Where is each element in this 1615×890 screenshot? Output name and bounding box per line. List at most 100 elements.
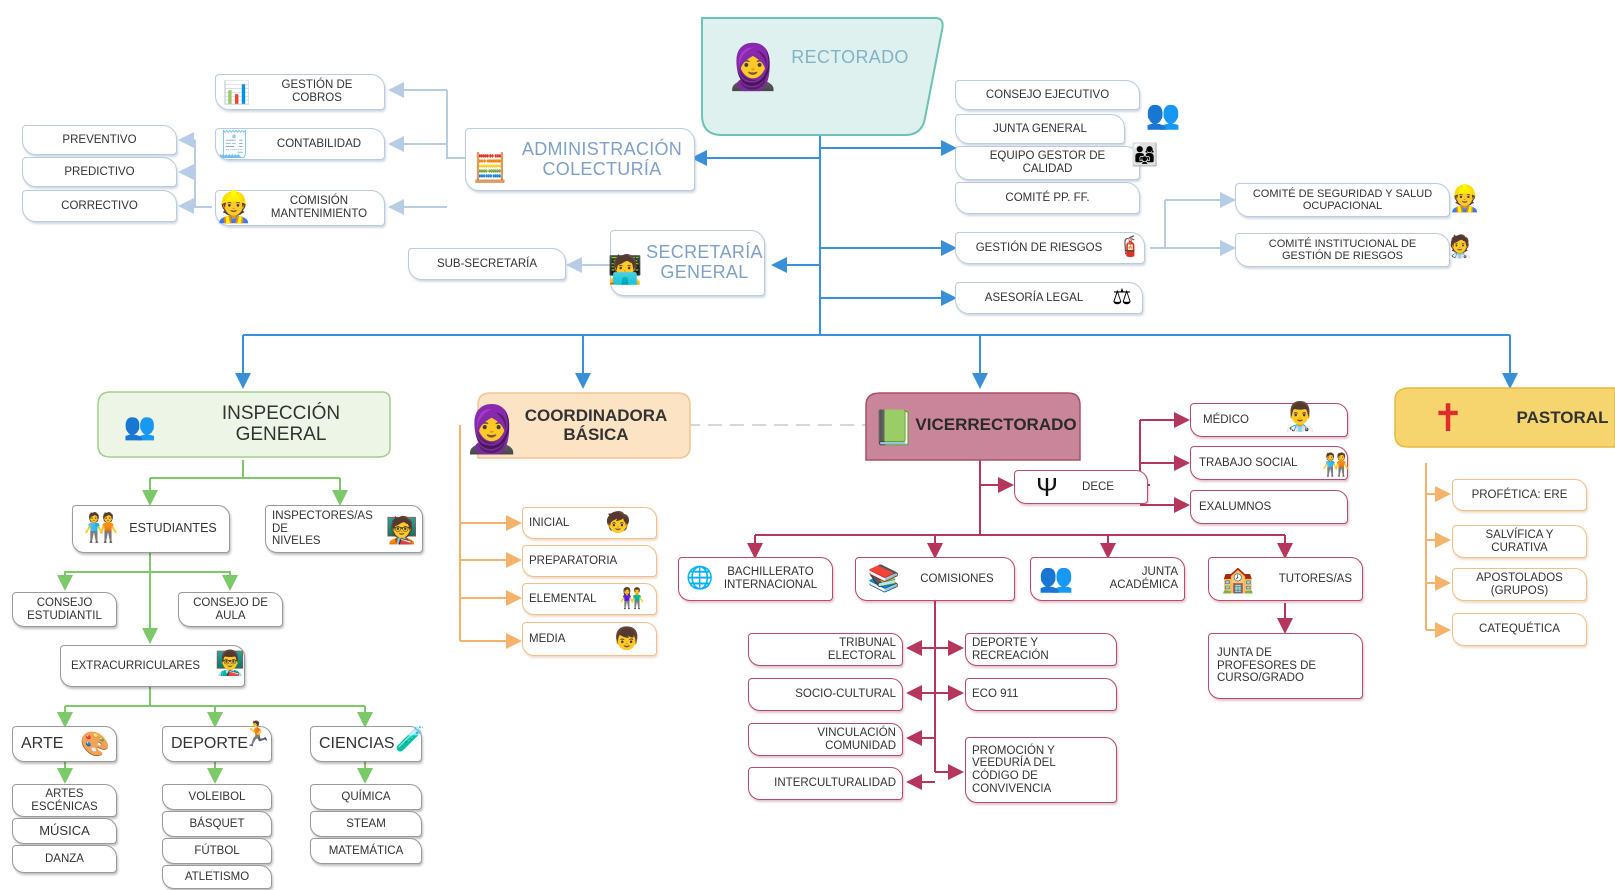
arte-label: ARTE bbox=[21, 735, 64, 753]
people-icon: 👥 bbox=[123, 411, 157, 441]
consejo-ejecutivo[interactable]: CONSEJO EJECUTIVO bbox=[955, 80, 1140, 110]
ciencias-label: CIENCIAS bbox=[319, 735, 395, 753]
junta-general[interactable]: JUNTA GENERAL bbox=[955, 114, 1125, 144]
arte-item[interactable]: MÚSICA bbox=[12, 818, 117, 844]
consejo-estudiantil[interactable]: CONSEJO ESTUDIANTIL bbox=[12, 592, 117, 627]
comision-item[interactable]: INTERCULTURALIDAD bbox=[748, 767, 903, 800]
correctivo[interactable]: CORRECTIVO bbox=[22, 190, 177, 222]
dece[interactable]: DECE bbox=[1014, 470, 1148, 504]
comision-item[interactable]: PROMOCIÓN Y VEEDURÍA DEL CÓDIGO DE CONVI… bbox=[965, 737, 1117, 803]
inspectores-niveles[interactable]: INSPECTORES/AS DE NIVELES bbox=[265, 505, 423, 553]
comision-item-label: VINCULACIÓN COMUNIDAD bbox=[817, 726, 896, 752]
doctor-icon: 👨‍⚕️ bbox=[1282, 401, 1318, 432]
consejo-aula-label: CONSEJO DE AULA bbox=[193, 596, 268, 622]
coordinadora-item[interactable]: MEDIA bbox=[522, 622, 657, 656]
comision-mantenimiento[interactable]: COMISIÓN MANTENIMIENTO bbox=[215, 190, 385, 226]
deporte[interactable]: DEPORTE bbox=[162, 726, 272, 762]
comision-item[interactable]: ECO 911 bbox=[965, 678, 1117, 711]
comite-ppff[interactable]: COMITÉ PP. FF. bbox=[955, 182, 1140, 214]
comision-item[interactable]: SOCIO-CULTURAL bbox=[748, 678, 903, 711]
palette-icon: 🎨 bbox=[80, 731, 110, 758]
coordinadora-item[interactable]: PREPARATORIA bbox=[522, 545, 657, 577]
gestion-riesgos-label: GESTIÓN DE RIESGOS bbox=[975, 241, 1103, 254]
worker-icon: 🧑‍🏫 bbox=[385, 515, 419, 545]
deporte-item[interactable]: FÚTBOL bbox=[162, 838, 272, 864]
estudiantes[interactable]: ESTUDIANTES bbox=[72, 505, 230, 553]
ciencias-item[interactable]: STEAM bbox=[310, 811, 422, 837]
group-icon: 👨‍👩‍👧 bbox=[1131, 142, 1159, 167]
equipo-gestor-calidad[interactable]: EQUIPO GESTOR DE CALIDAD bbox=[955, 146, 1140, 180]
comision-mantenimiento-label: COMISIÓN MANTENIMIENTO bbox=[270, 195, 368, 220]
pastoral-title[interactable]: PASTORAL bbox=[1510, 405, 1615, 431]
secretaria-general[interactable]: SECRETARÍA GENERAL bbox=[610, 230, 765, 296]
comisiones-label: COMISIONES bbox=[920, 572, 994, 585]
consejo-aula[interactable]: CONSEJO DE AULA bbox=[178, 592, 283, 627]
doctor-icon: 🧑‍⚕️ bbox=[1446, 234, 1474, 259]
comision-item[interactable]: TRIBUNAL ELECTORAL bbox=[748, 633, 903, 666]
medico[interactable]: MÉDICO bbox=[1190, 403, 1348, 437]
deporte-item-label: ATLETISMO bbox=[184, 870, 250, 883]
pastoral-item[interactable]: APOSTOLADOS (GRUPOS) bbox=[1452, 568, 1587, 601]
vicerrectorado-title[interactable]: VICERRECTORADO bbox=[915, 410, 1077, 440]
extracurriculares[interactable]: EXTRACURRICULARES bbox=[60, 645, 245, 687]
nun-icon: 🧕 bbox=[463, 403, 521, 455]
arte-item[interactable]: ARTES ESCÉNICAS bbox=[12, 784, 117, 817]
coordinadora-item[interactable]: INICIAL bbox=[522, 507, 657, 539]
contabilidad[interactable]: CONTABILIDAD bbox=[215, 128, 385, 160]
gestion-cobros[interactable]: GESTIÓN DE COBROS bbox=[215, 74, 385, 110]
coordinadora-item[interactable]: ELEMENTAL bbox=[522, 583, 657, 615]
comision-item[interactable]: DEPORTE Y RECREACIÓN bbox=[965, 633, 1117, 666]
exalumnos[interactable]: EXALUMNOS bbox=[1190, 490, 1348, 524]
comite-seguridad-salud[interactable]: COMITÉ DE SEGURIDAD Y SALUD OCUPACIONAL bbox=[1235, 183, 1450, 217]
junta-profesores-label: JUNTA DE PROFESORES DE CURSO/GRADO bbox=[1217, 647, 1317, 685]
deporte-item[interactable]: VOLEIBOL bbox=[162, 784, 272, 810]
comite-institucional-label: COMITÉ INSTITUCIONAL DE GESTIÓN DE RIESG… bbox=[1268, 237, 1417, 262]
deporte-item[interactable]: BÁSQUET bbox=[162, 811, 272, 837]
exalumnos-label: EXALUMNOS bbox=[1199, 500, 1272, 513]
ciencias-item-label: STEAM bbox=[346, 817, 386, 830]
arte[interactable]: ARTE bbox=[12, 726, 117, 762]
arte-item-label: DANZA bbox=[45, 852, 84, 865]
pastoral-item[interactable]: SALVÍFICA Y CURATIVA bbox=[1452, 525, 1587, 558]
inspeccion-general-title[interactable]: INSPECCIÓN GENERAL bbox=[221, 403, 341, 445]
preventivo[interactable]: PREVENTIVO bbox=[22, 125, 177, 155]
pastoral-item-label: CATEQUÉTICA bbox=[1479, 623, 1560, 636]
junta-academica-label: JUNTA ACADÉMICA bbox=[1109, 566, 1178, 591]
group-icon: 🧑‍🤝‍🧑 bbox=[83, 512, 119, 543]
sub-secretaria[interactable]: SUB-SECRETARÍA bbox=[408, 248, 566, 280]
gestion-riesgos[interactable]: GESTIÓN DE RIESGOS bbox=[955, 232, 1145, 264]
secretaria-label: SECRETARÍA GENERAL bbox=[646, 242, 763, 282]
comision-item-label: SOCIO-CULTURAL bbox=[795, 688, 896, 701]
predictivo[interactable]: PREDICTIVO bbox=[22, 157, 177, 187]
consejo-ejecutivo-label: CONSEJO EJECUTIVO bbox=[985, 88, 1110, 101]
worker-icon: 🧑‍💻 bbox=[607, 254, 643, 285]
trabajo-social[interactable]: TRABAJO SOCIAL bbox=[1190, 446, 1348, 480]
deporte-item[interactable]: ATLETISMO bbox=[162, 865, 272, 889]
asesoria-legal[interactable]: ASESORÍA LEGAL bbox=[955, 282, 1143, 314]
pastoral-item[interactable]: PROFÉTICA: ERE bbox=[1452, 479, 1587, 511]
comite-institucional-riesgos[interactable]: COMITÉ INSTITUCIONAL DE GESTIÓN DE RIESG… bbox=[1235, 233, 1450, 267]
children-icon: 👦 bbox=[613, 626, 641, 651]
contabilidad-label: CONTABILIDAD bbox=[276, 137, 362, 150]
tutores[interactable]: TUTORES/AS bbox=[1208, 557, 1363, 601]
junta-profesores[interactable]: JUNTA DE PROFESORES DE CURSO/GRADO bbox=[1208, 633, 1363, 699]
rectorado-title[interactable]: RECTORADO bbox=[791, 47, 909, 68]
deporte-item-label: BÁSQUET bbox=[189, 817, 245, 830]
globe-icon: 🌐 bbox=[686, 565, 714, 590]
comision-item[interactable]: VINCULACIÓN COMUNIDAD bbox=[748, 723, 903, 756]
scales-icon: ⚖ bbox=[1112, 284, 1132, 309]
pastoral-item-label: SALVÍFICA Y CURATIVA bbox=[1485, 528, 1554, 554]
administracion-colecturia[interactable]: ADMINISTRACIÓN COLECTURÍA bbox=[465, 128, 695, 191]
pastoral-label: PASTORAL bbox=[1516, 407, 1609, 427]
pastoral-item[interactable]: CATEQUÉTICA bbox=[1452, 613, 1587, 646]
comite-seguridad-label: COMITÉ DE SEGURIDAD Y SALUD OCUPACIONAL bbox=[1252, 187, 1433, 212]
ciencias[interactable]: CIENCIAS bbox=[310, 726, 422, 762]
ciencias-item[interactable]: QUÍMICA bbox=[310, 784, 422, 810]
arte-item[interactable]: DANZA bbox=[12, 845, 117, 873]
coordinadora-basica-title[interactable]: COORDINADORA BÁSICA bbox=[510, 398, 682, 454]
bachillerato-internacional[interactable]: BACHILLERATO INTERNACIONAL bbox=[678, 557, 833, 601]
junta-academica[interactable]: JUNTA ACADÉMICA bbox=[1030, 557, 1185, 601]
comisiones[interactable]: COMISIONES bbox=[855, 557, 1015, 601]
ciencias-item[interactable]: MATEMÁTICA bbox=[310, 838, 422, 864]
